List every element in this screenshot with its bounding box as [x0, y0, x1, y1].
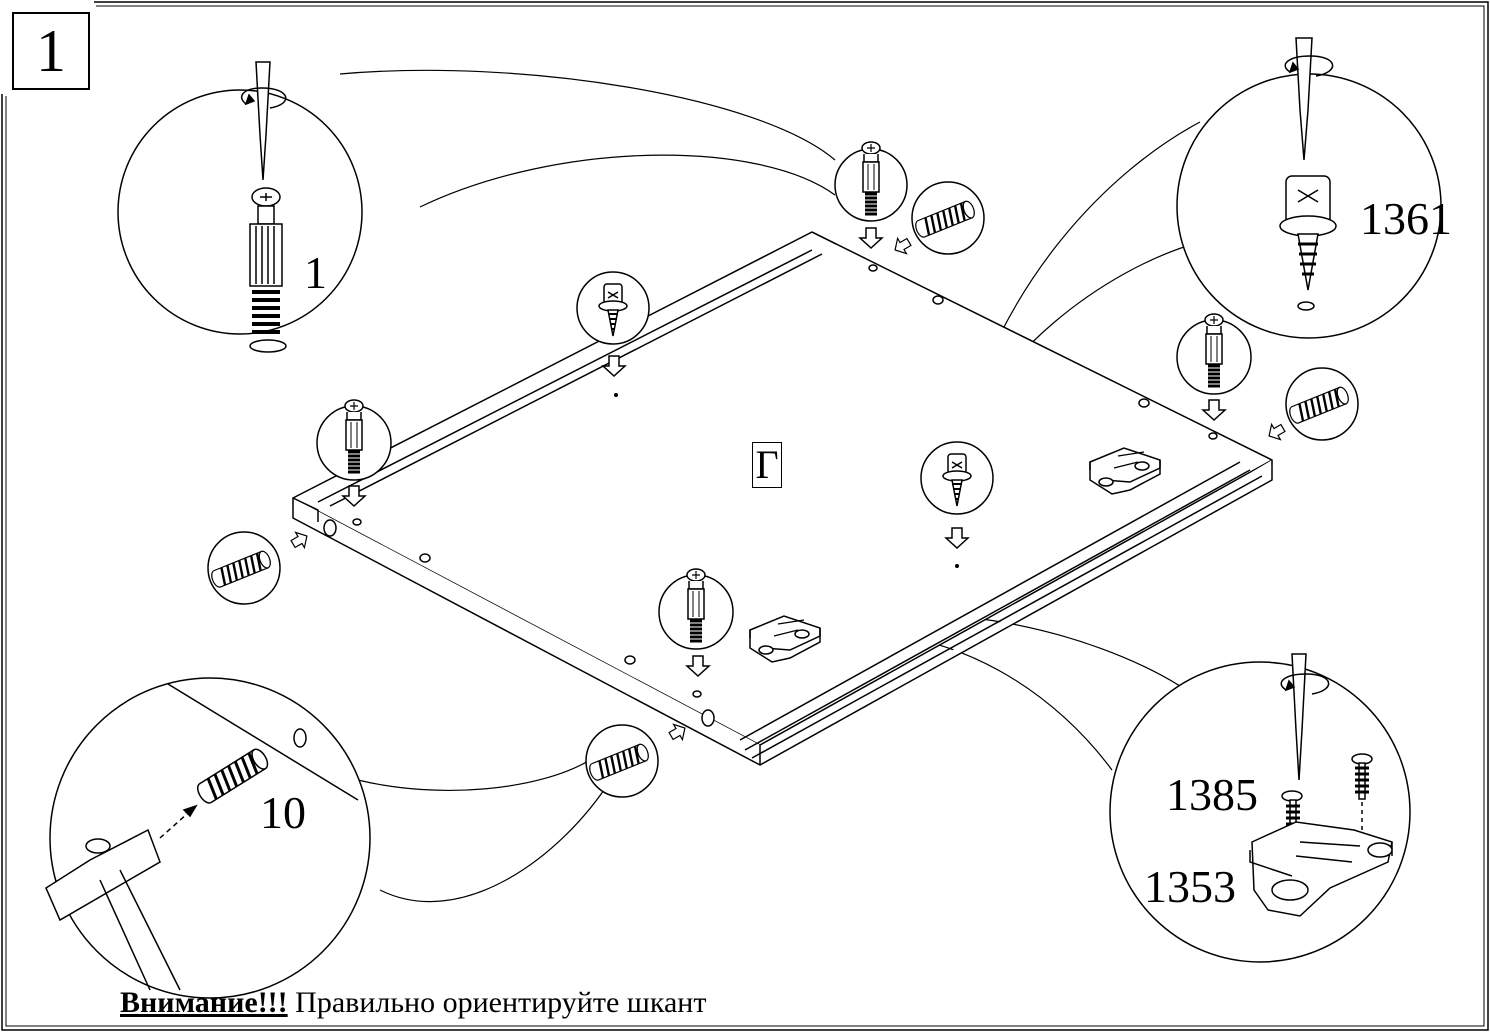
warning-label: Внимание!!!	[120, 986, 288, 1019]
part-label-dowel: 10	[260, 787, 306, 838]
warning-note: Внимание!!! Правильно ориентируйте шкант	[120, 988, 706, 1018]
part-label-hinge-plate: 1353	[1144, 861, 1236, 912]
part-label-cam-screw: 1361	[1360, 193, 1452, 244]
step-number: 1	[12, 12, 90, 90]
warning-text: Правильно ориентируйте шкант	[287, 986, 707, 1019]
panel-label: Г	[752, 442, 782, 488]
part-label-hinge-screw: 1385	[1166, 769, 1258, 820]
part-label-cam-bolt: 1	[304, 247, 327, 298]
